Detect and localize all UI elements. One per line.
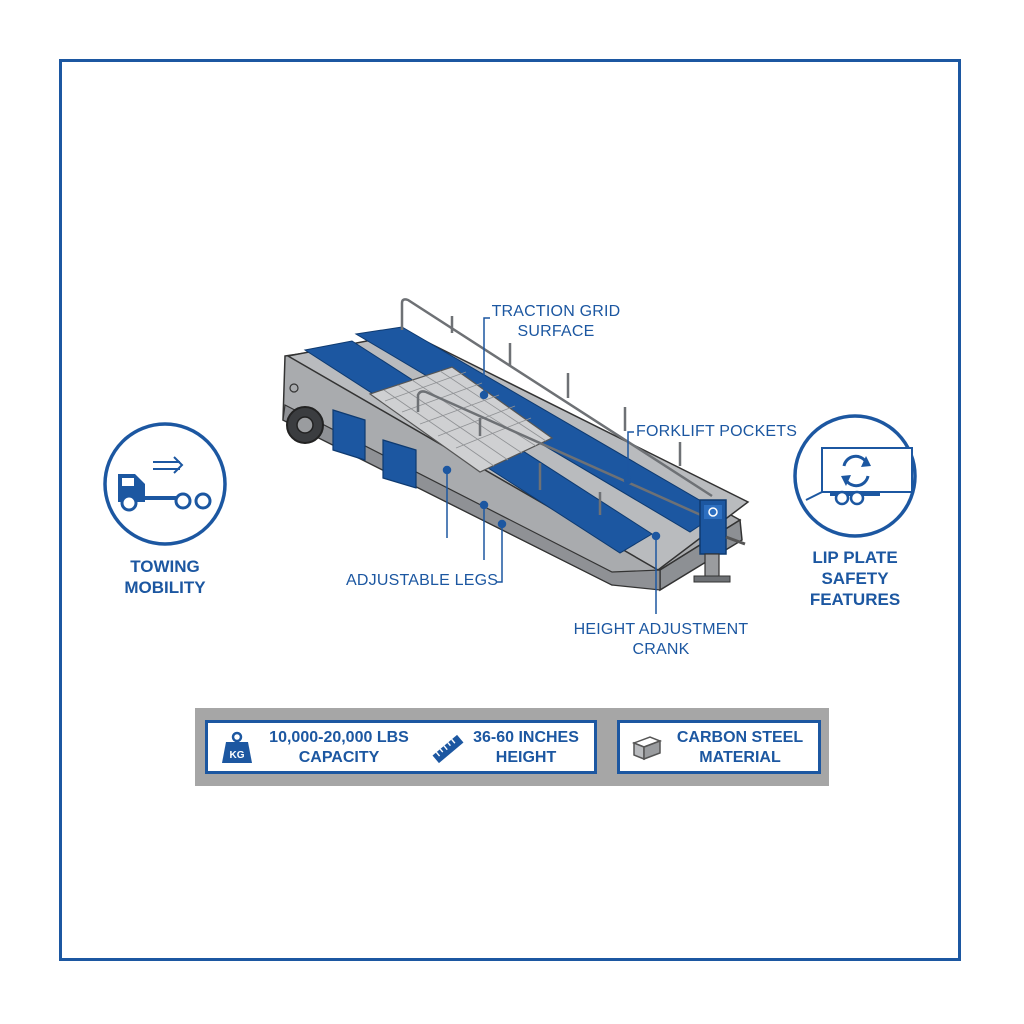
spec-capacity: 10,000-20,000 LBS CAPACITY [264, 728, 414, 768]
steel-block-icon [631, 736, 663, 761]
callout-leaders [442, 317, 661, 614]
spec-capacity-line-2: CAPACITY [298, 749, 380, 766]
towing-line-2: MOBILITY [124, 578, 206, 597]
lip-plate-line-3: FEATURES [809, 590, 901, 609]
lip-plate-line-1: LIP PLATE [812, 548, 898, 567]
spec-material: CARBON STEEL MATERIAL [670, 728, 810, 768]
ruler-icon [432, 734, 464, 764]
spec-height-line-2: HEIGHT [495, 749, 557, 766]
spec-height: 36-60 INCHES HEIGHT [466, 728, 586, 768]
spec-material-line-2: MATERIAL [699, 749, 781, 766]
callout-crank-line-2: CRANK [632, 641, 690, 658]
spec-box-material: CARBON STEEL MATERIAL [617, 720, 821, 774]
towing-mobility-label: TOWING MOBILITY [100, 556, 230, 598]
towing-line-1: TOWING [130, 557, 200, 576]
trailer-cycle-icon [793, 414, 917, 538]
callout-crank-line-1: HEIGHT ADJUSTMENT [573, 621, 749, 638]
callout-traction-line-2: SURFACE [517, 323, 595, 340]
lip-plate-label: LIP PLATE SAFETY FEATURES [790, 547, 920, 610]
spec-capacity-line-1: 10,000-20,000 LBS [269, 729, 409, 746]
lip-plate-line-2: SAFETY [821, 569, 889, 588]
callout-adjustable-legs: ADJUSTABLE LEGS [346, 572, 499, 589]
spec-material-line-1: CARBON STEEL [676, 729, 804, 746]
yard-ramp-illustration [282, 298, 750, 592]
callout-height-crank: HEIGHT ADJUSTMENT CRANK [566, 620, 756, 660]
spec-bar: KG 10,000-20,000 LBS CAPACITY 36-60 INCH… [195, 708, 829, 786]
kg-icon-text: KG [230, 750, 245, 761]
truck-towing-icon [103, 422, 227, 546]
callout-forklift-pockets: FORKLIFT POCKETS [636, 423, 798, 440]
spec-box-capacity-height: KG 10,000-20,000 LBS CAPACITY 36-60 INCH… [205, 720, 597, 774]
callout-traction-grid: TRACTION GRID SURFACE [476, 302, 636, 342]
spec-height-line-1: 36-60 INCHES [473, 729, 579, 746]
callout-traction-line-1: TRACTION GRID [491, 303, 621, 320]
kg-weight-icon: KG [222, 731, 252, 763]
outer-frame [59, 59, 961, 961]
